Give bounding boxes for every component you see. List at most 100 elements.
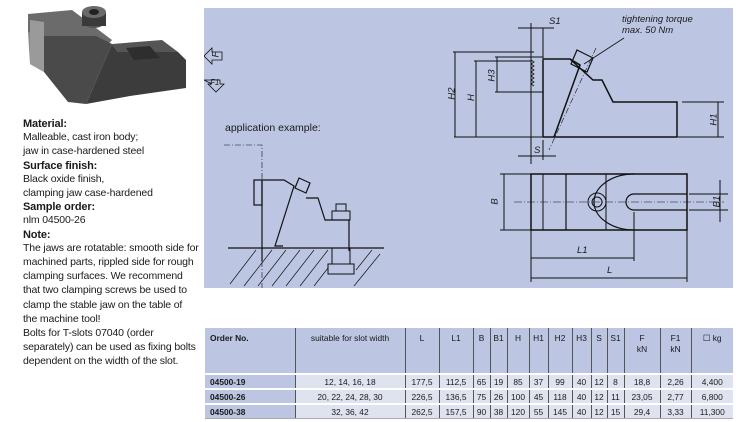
col-header-l: L	[404, 328, 439, 374]
table-cell: 26	[489, 388, 507, 404]
col-header-h1: H1	[528, 328, 548, 374]
table-cell: 32, 36, 42	[294, 403, 405, 419]
table-cell: 12	[590, 403, 607, 419]
table-cell: 99	[547, 373, 572, 389]
table-cell: 20, 22, 24, 28, 30	[294, 388, 405, 404]
table-cell: 37	[528, 373, 548, 389]
material-heading: Material:	[23, 118, 67, 130]
dim-h2-label: H2	[446, 87, 458, 100]
surface-line: clamping jaw case-hardened	[23, 187, 153, 200]
table-cell: 3,33	[659, 403, 691, 419]
specification-table: Order No. suitable for slot width L L1 B…	[205, 328, 733, 419]
note-line: the machine tool!	[23, 312, 101, 325]
col-header-s: S	[590, 328, 607, 374]
table-cell: 40	[571, 373, 591, 389]
note-line: The jaws are rotatable: smooth side for	[23, 241, 199, 254]
sample-heading: Sample order:	[23, 201, 96, 214]
torque-line: tightening torque	[622, 14, 693, 25]
col-header-f1-unit: kN	[670, 344, 681, 354]
note-line: clamping surfaces. We recommend	[23, 270, 183, 283]
technical-drawing-panel: application example: tightening torque m…	[204, 8, 733, 288]
note-line: clamp the stable jaw on the table of	[23, 298, 183, 311]
force-f1-icon	[204, 79, 225, 93]
table-cell: 226,5	[404, 388, 439, 404]
torque-line: max. 50 Nm	[622, 25, 674, 36]
dim-h1-label: H1	[708, 113, 720, 126]
table-cell: 38	[489, 403, 507, 419]
sample-value: nlm 04500-26	[23, 214, 86, 227]
table-cell: 6,800	[690, 388, 733, 404]
table-cell: 12	[590, 388, 607, 404]
col-header-h2: H2	[547, 328, 572, 374]
side-view	[453, 23, 724, 164]
table-cell: 2,26	[659, 373, 691, 389]
surface-heading: Surface finish:	[23, 159, 98, 172]
table-cell: 2,77	[659, 388, 691, 404]
col-header-h: H	[506, 328, 529, 374]
note-line: machined parts, rippled side for rough	[23, 256, 194, 269]
col-header-slot-width: suitable for slot width	[294, 328, 405, 374]
table-cell: 40	[571, 403, 591, 419]
dim-b1-label: B1	[711, 195, 723, 208]
note-line: that two clamping screws be used to	[23, 284, 188, 297]
table-cell: 75	[472, 388, 490, 404]
dim-b-label: B	[489, 198, 501, 205]
force-f-label: F	[210, 51, 222, 58]
product-photo	[0, 0, 200, 112]
col-header-s1: S1	[606, 328, 624, 374]
col-header-order-no: Order No.	[205, 328, 295, 374]
table-cell: 136,5	[438, 388, 473, 404]
product-info: Material: Malleable, cast iron body; jaw…	[23, 117, 203, 370]
col-header-h3: H3	[571, 328, 591, 374]
table-cell: 40	[571, 388, 591, 404]
table-cell: 11,300	[690, 403, 733, 419]
order-number-cell: 04500-38	[205, 403, 295, 419]
force-f1-label: F1	[210, 78, 220, 87]
table-cell: 55	[528, 403, 548, 419]
note-heading: Note:	[23, 228, 51, 241]
note-line: Bolts for T-slots 07040 (order	[23, 327, 154, 340]
note-line: dependent on the width of the slot.	[23, 355, 179, 368]
table-cell: 120	[506, 403, 529, 419]
col-header-f1-label: F1	[670, 333, 681, 343]
table-cell: 4,400	[690, 373, 733, 389]
torque-note: tightening torque max. 50 Nm	[622, 14, 693, 36]
table-cell: 112,5	[438, 373, 473, 389]
table-cell: 12	[590, 373, 607, 389]
dim-l1-label: L1	[577, 245, 588, 256]
table-cell: 118	[547, 388, 572, 404]
table-cell: 12, 14, 16, 18	[294, 373, 405, 389]
table-cell: 85	[506, 373, 529, 389]
application-example-label: application example:	[225, 122, 321, 134]
col-header-l1: L1	[438, 328, 473, 374]
material-line: jaw in case-hardened steel	[23, 145, 145, 158]
clamping-jaw-photo-icon	[28, 6, 186, 104]
table-header-row: Order No. suitable for slot width L L1 B…	[205, 328, 733, 374]
surface-line: Black oxide finish,	[23, 172, 105, 185]
force-f-icon	[204, 47, 223, 65]
order-number-cell: 04500-19	[205, 373, 295, 389]
table-cell: 100	[506, 388, 529, 404]
col-header-b: B	[472, 328, 490, 374]
table-cell: 157,5	[438, 403, 473, 419]
table-cell: 90	[472, 403, 490, 419]
table-cell: 177,5	[404, 373, 439, 389]
table-cell: 262,5	[404, 403, 439, 419]
order-number-cell: 04500-26	[205, 388, 295, 404]
application-example-drawing	[224, 144, 384, 288]
table-cell: 15	[606, 403, 624, 419]
table-cell: 19	[489, 373, 507, 389]
table-cell: 65	[472, 373, 490, 389]
dim-h-label: H	[465, 94, 477, 101]
table-cell: 29,4	[623, 403, 660, 419]
dim-l-label: L	[607, 265, 613, 276]
dim-s-label: S	[534, 145, 541, 156]
col-header-f-unit: kN	[636, 344, 648, 354]
table-cell: 8	[606, 373, 624, 389]
table-cell: 145	[547, 403, 572, 419]
dim-h3-label: H3	[486, 69, 498, 82]
